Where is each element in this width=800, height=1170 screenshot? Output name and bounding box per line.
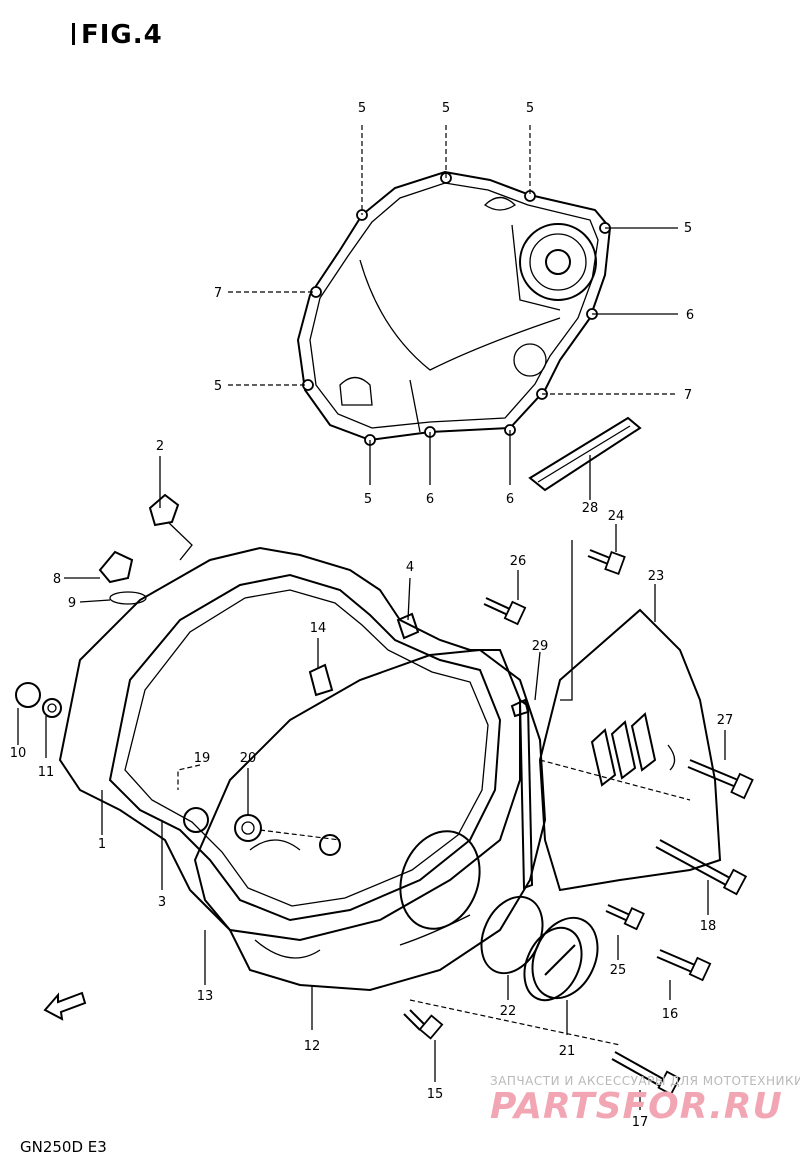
part-21-cap <box>523 916 599 1002</box>
callout-6-a: 6 <box>686 308 694 323</box>
small-fittings <box>15 493 534 890</box>
callout-21: 21 <box>559 1044 576 1059</box>
bolts <box>403 549 754 1096</box>
gasket-outer <box>58 546 521 942</box>
callout-5-d: 5 <box>684 221 692 236</box>
callout-20: 20 <box>240 751 257 766</box>
callout-3: 3 <box>158 895 166 910</box>
callout-6-c: 6 <box>506 492 514 507</box>
callout-5-f: 5 <box>364 492 372 507</box>
callout-25: 25 <box>610 963 627 978</box>
callout-28: 28 <box>582 501 599 516</box>
callout-26: 26 <box>510 554 527 569</box>
callout-13: 13 <box>197 989 214 1004</box>
clutch-cover-upper <box>296 170 612 442</box>
callout-labels: 5 5 5 5 7 6 5 7 5 6 6 28 2 8 9 4 26 24 2… <box>10 101 734 1130</box>
callout-7-a: 7 <box>214 286 222 301</box>
callout-11: 11 <box>38 765 55 780</box>
callout-27: 27 <box>717 713 734 728</box>
figure-title: FIG.4 <box>72 20 163 50</box>
callout-19: 19 <box>194 751 211 766</box>
callout-8: 8 <box>53 572 61 587</box>
callout-4: 4 <box>406 560 414 575</box>
callout-10: 10 <box>10 746 27 761</box>
callout-17: 17 <box>632 1115 649 1130</box>
callout-1: 1 <box>98 837 106 852</box>
callout-23: 23 <box>648 569 665 584</box>
callout-5-e: 5 <box>214 379 222 394</box>
callout-5-b: 5 <box>442 101 450 116</box>
callout-5-a: 5 <box>358 101 366 116</box>
callout-29: 29 <box>532 639 549 654</box>
watermark-caption: ЗАПЧАСТИ И АКСЕССУАРЫ ДЛЯ МОТОТЕХНИКИ <box>490 1074 800 1088</box>
model-code: GN250D E3 <box>20 1138 107 1156</box>
callout-12: 12 <box>304 1039 321 1054</box>
leader-lines <box>17 125 726 1110</box>
callout-9: 9 <box>68 596 76 611</box>
watermark-brand: PARTSFOR.RU <box>490 1086 783 1127</box>
callout-14: 14 <box>310 621 327 636</box>
front-arrow-icon <box>43 991 87 1021</box>
callout-5-c: 5 <box>526 101 534 116</box>
callout-15: 15 <box>427 1087 444 1102</box>
callout-18: 18 <box>700 919 717 934</box>
callout-16: 16 <box>662 1007 679 1022</box>
part-28-strip <box>528 416 642 492</box>
callout-2: 2 <box>156 439 164 454</box>
callout-7-b: 7 <box>684 388 692 403</box>
part-23-side-panel <box>538 608 722 892</box>
gasket-inner <box>108 573 502 922</box>
callout-24: 24 <box>608 509 625 524</box>
callout-6-b: 6 <box>426 492 434 507</box>
callout-22: 22 <box>500 1004 517 1019</box>
clutch-cover-lower <box>193 648 547 992</box>
